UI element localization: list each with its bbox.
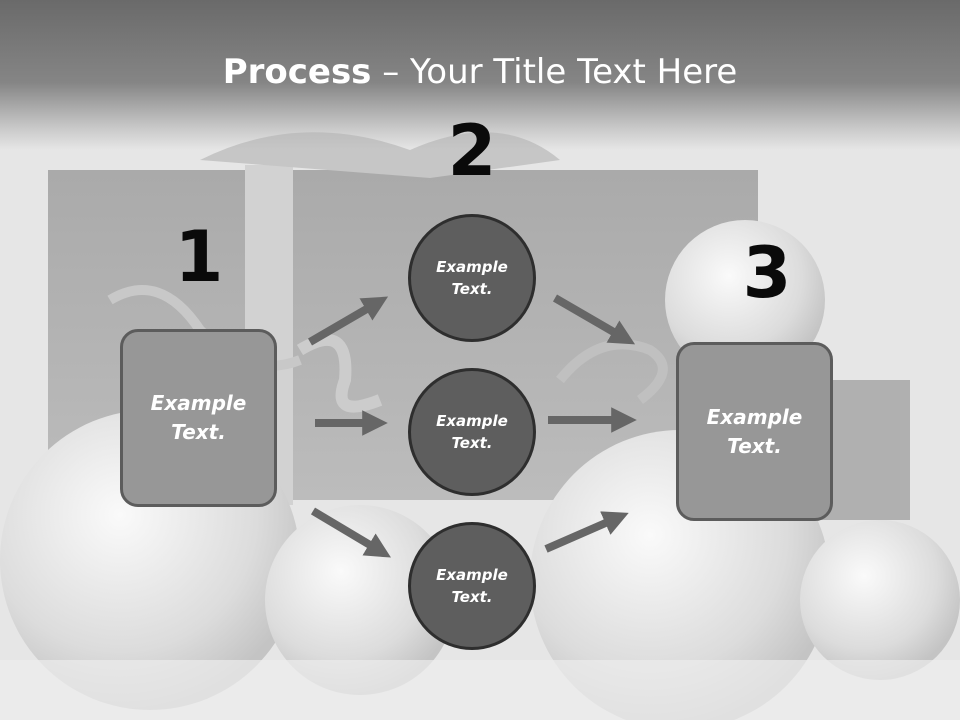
step-2-circle-2-label: Example Text. [436, 411, 508, 453]
step-3-number: 3 [742, 232, 792, 314]
step-1-label: Example Text. [150, 391, 247, 444]
step-2-circle-2: Example Text. [408, 368, 536, 496]
step-3-box: Example Text. [676, 342, 833, 521]
step-2-circle-1: Example Text. [408, 214, 536, 342]
title-bold: Process [222, 52, 372, 92]
title-rest: – Your Title Text Here [371, 52, 738, 92]
slide-title: Process – Your Title Text Here [0, 52, 960, 92]
title-bar [0, 0, 960, 150]
step-2-number: 2 [447, 110, 497, 192]
step-2-circle-3: Example Text. [408, 522, 536, 650]
step-3-label: Example Text. [706, 404, 803, 458]
step-1-number: 1 [174, 216, 224, 298]
step-2-circle-3-label: Example Text. [436, 565, 508, 607]
step-2-circle-1-label: Example Text. [436, 257, 508, 299]
step-1-box: Example Text. [120, 329, 277, 507]
